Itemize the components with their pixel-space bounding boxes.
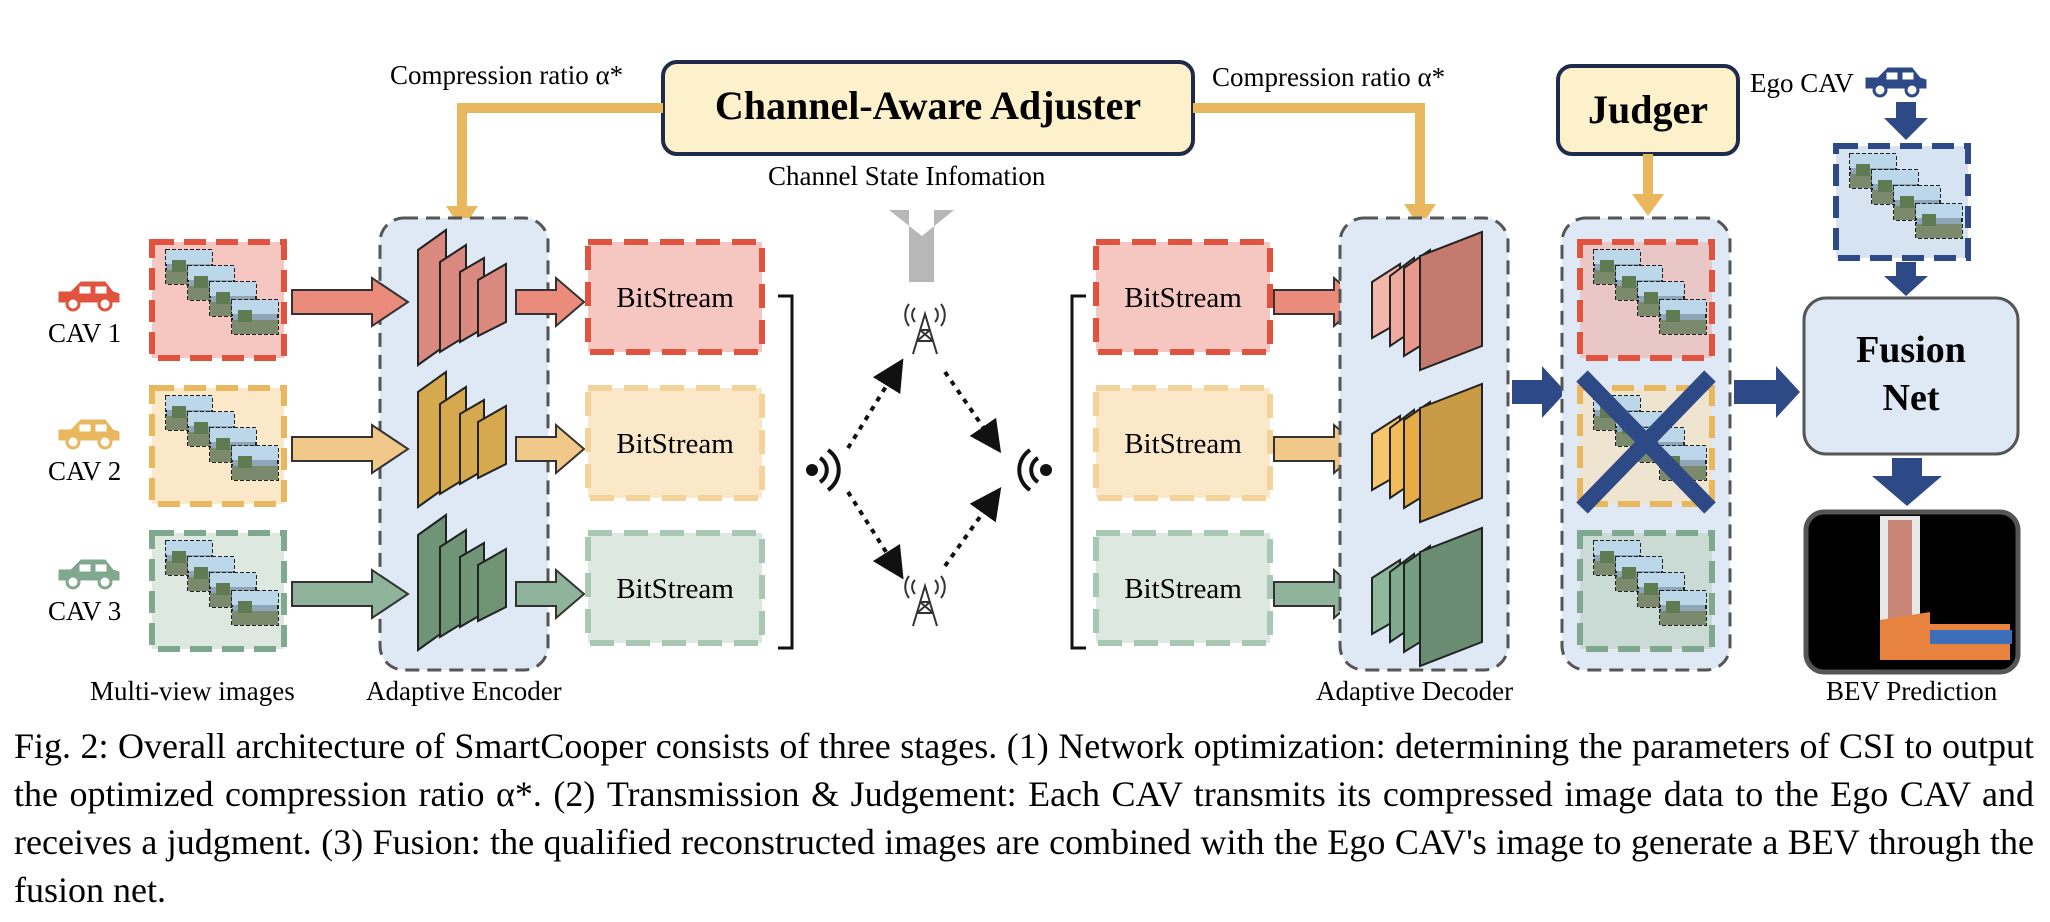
decoder-block-2 — [1371, 382, 1483, 524]
encoder-block-2 — [417, 370, 507, 509]
adjuster-to-encoder-arrow — [457, 103, 663, 208]
bitstream-enc-3: BitStream — [616, 573, 734, 605]
compression-label-left: Compression ratio α* — [390, 60, 624, 90]
bitstream-enc-1: BitStream — [616, 282, 734, 314]
encoder-block-3 — [417, 513, 507, 652]
judger-to-fusion-arrow — [1734, 366, 1800, 418]
bitstream-dec-2: BitStream — [1124, 428, 1242, 460]
bitstream-box-enc-2 — [585, 385, 765, 501]
judged-cav3 — [1577, 530, 1715, 652]
judger-arrow — [1632, 194, 1664, 216]
csi-label: Channel State Infomation — [768, 161, 1046, 191]
left-signal-icon — [806, 448, 841, 492]
multiview-cav3 — [149, 530, 287, 652]
figure-caption: Fig. 2: Overall architecture of SmartCoo… — [14, 722, 2034, 914]
cav3-to-encoder-arrow — [291, 568, 410, 620]
csi-arrow — [889, 210, 954, 282]
ego-down-arrow — [1884, 102, 1928, 140]
ego-to-fusion-arrow — [1884, 262, 1928, 296]
bitstream-box-enc-1 — [585, 239, 765, 355]
cav1-to-encoder-arrow — [291, 276, 410, 328]
multiview-cav1 — [149, 239, 287, 361]
encoder-label: Adaptive Encoder — [366, 676, 562, 706]
cav3-label: CAV 3 — [48, 596, 122, 626]
architecture-diagram — [57, 60, 2021, 675]
decoder-bracket — [1070, 294, 1086, 650]
bottom-tower-icon — [904, 575, 946, 627]
bev-label: BEV Prediction — [1826, 676, 1998, 706]
cav2-car-icon — [57, 418, 121, 450]
bitstream-enc-2: BitStream — [616, 428, 734, 460]
cav3-car-icon — [57, 558, 121, 590]
judged-cav1 — [1577, 239, 1715, 361]
encoder-block-1 — [417, 228, 507, 367]
cav2-label: CAV 2 — [48, 456, 122, 486]
transmission-paths — [846, 358, 1002, 580]
judger-title: Judger — [1588, 87, 1708, 132]
bitstream-box-dec-1 — [1093, 239, 1273, 355]
decoder-block-1 — [1371, 230, 1483, 372]
adjuster-title: Channel-Aware Adjuster — [714, 83, 1142, 128]
bev-prediction-image — [1803, 509, 2021, 675]
ego-car-icon — [1864, 66, 1928, 98]
top-tower-icon — [904, 303, 946, 355]
fusion-to-bev-arrow — [1872, 458, 1942, 506]
ego-image — [1833, 143, 1971, 261]
bitstream-dec-1: BitStream — [1124, 282, 1242, 314]
cav1-car-icon — [57, 280, 121, 312]
reject-cross-icon — [1576, 370, 1716, 514]
right-signal-icon — [1017, 448, 1052, 492]
decoder-label: Adaptive Decoder — [1316, 676, 1514, 706]
multiview-label: Multi-view images — [90, 676, 295, 706]
caption-text: Fig. 2: Overall architecture of SmartCoo… — [14, 726, 2034, 910]
cav1-label: CAV 1 — [48, 318, 122, 348]
bitstream-box-dec-3 — [1093, 530, 1273, 646]
bitstream-box-dec-2 — [1093, 385, 1273, 501]
ego-label: Ego CAV — [1750, 68, 1854, 98]
bitstream-box-enc-3 — [585, 530, 765, 646]
decoder-to-judger-arrow — [1512, 366, 1566, 418]
decoder-block-3 — [1371, 526, 1483, 668]
multiview-cav2 — [149, 385, 287, 507]
encoder-bracket — [778, 294, 794, 650]
adjuster-to-decoder-arrow — [1193, 103, 1425, 206]
compression-label-right: Compression ratio α* — [1212, 62, 1446, 92]
fusion-title: Fusion Net — [1856, 329, 1966, 419]
fusion-net-box — [1802, 296, 2020, 456]
bitstream-dec-3: BitStream — [1124, 573, 1242, 605]
cav2-to-encoder-arrow — [291, 423, 410, 475]
